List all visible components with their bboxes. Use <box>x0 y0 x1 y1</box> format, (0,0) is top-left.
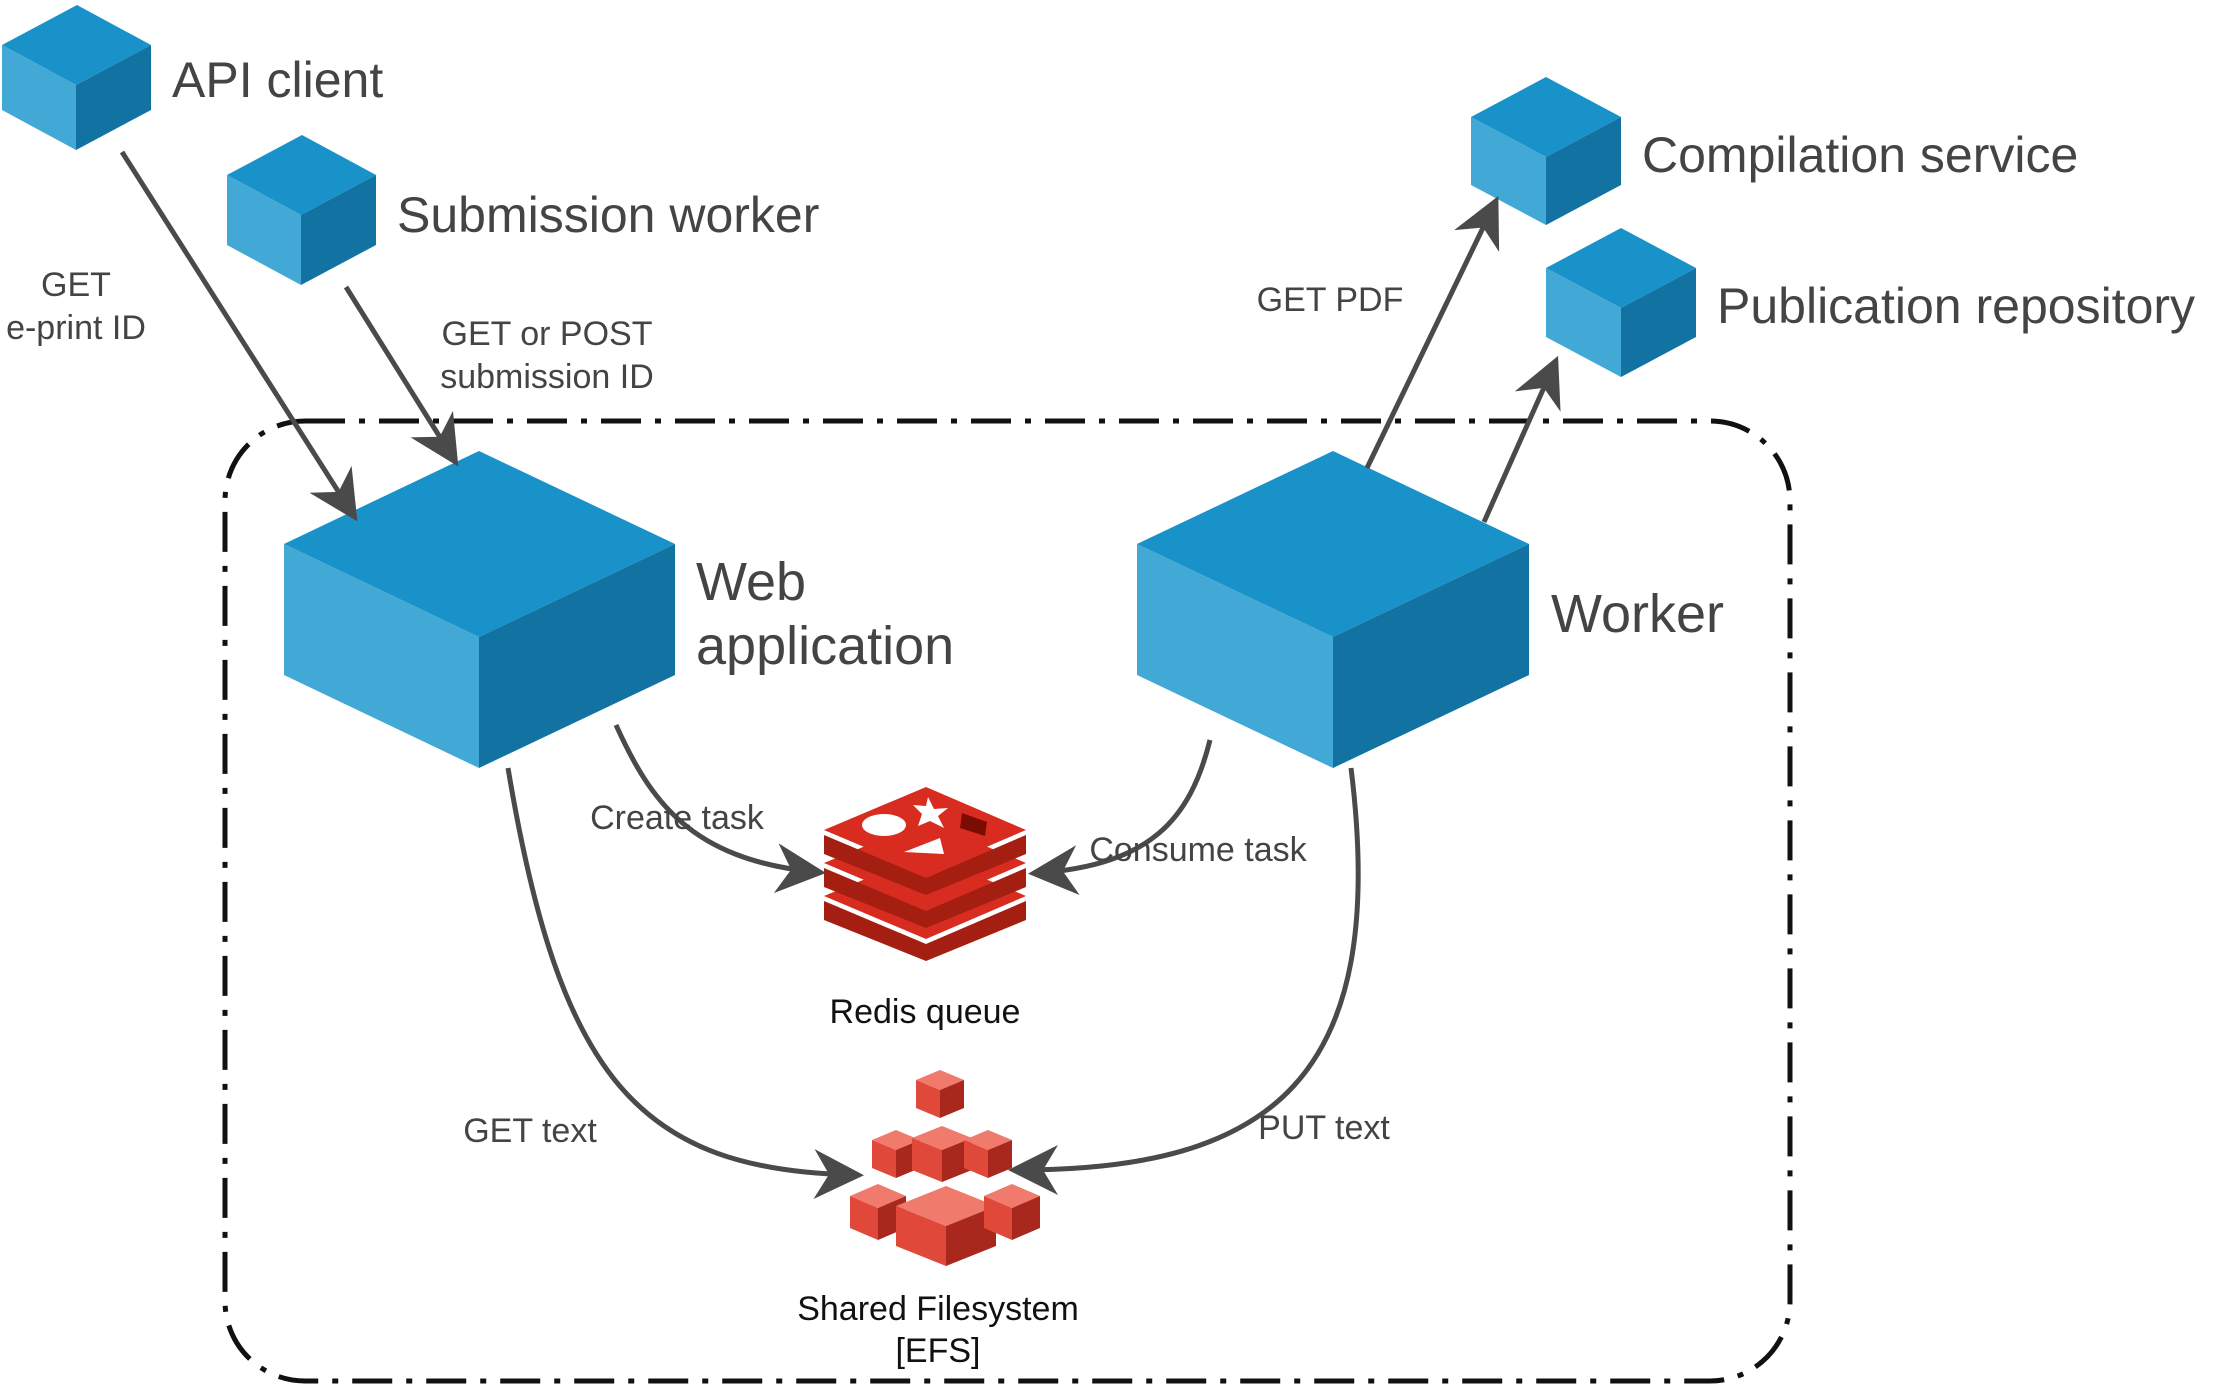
edge-worker-to-redis <box>1028 739 1213 896</box>
edge-label-get-text: GET text <box>463 1112 597 1150</box>
edge-label-get-pdf: GET PDF <box>1257 281 1404 319</box>
compilation-service-cube-icon <box>1471 77 1621 225</box>
edge-label-get-post-line1: GET or POST <box>442 315 653 353</box>
shared-filesystem-label-line2: [EFS] <box>895 1332 980 1370</box>
worker-label: Worker <box>1551 584 1724 644</box>
web-application-cube-icon <box>284 451 675 768</box>
submission-worker-cube-icon <box>227 135 376 285</box>
edge-web-to-redis <box>613 723 826 894</box>
shared-filesystem-label-line1: Shared Filesystem <box>797 1290 1079 1328</box>
edge-worker-to-efs <box>1008 767 1361 1195</box>
edge-worker-to-compilation <box>1364 195 1500 470</box>
worker-cube-icon <box>1137 451 1529 768</box>
publication-repository-label: Publication repository <box>1717 278 2195 334</box>
edge-label-get-eprint-line1: GET <box>41 266 111 304</box>
edge-api-to-web <box>119 150 358 522</box>
submission-worker-label: Submission worker <box>397 187 819 243</box>
efs-icon <box>850 1070 1040 1266</box>
service-boundary <box>222 418 1793 1384</box>
web-application-label-line2: application <box>696 616 954 676</box>
web-application-label-line1: Web <box>696 552 806 612</box>
edge-submission-to-web <box>343 285 459 467</box>
edge-label-get-eprint-line2: e-print ID <box>6 309 146 347</box>
api-client-label: API client <box>172 52 383 108</box>
edge-web-to-efs <box>505 767 864 1200</box>
api-client-cube-icon <box>2 5 151 150</box>
edge-label-create-task: Create task <box>590 799 765 837</box>
compilation-service-label: Compilation service <box>1642 127 2078 183</box>
publication-repository-cube-icon <box>1546 228 1696 377</box>
redis-logo-icon <box>824 787 1026 961</box>
edge-label-get-post-line2: submission ID <box>440 358 654 396</box>
redis-queue-label: Redis queue <box>830 993 1021 1031</box>
edge-worker-to-publication <box>1481 355 1561 524</box>
edge-label-consume-task: Consume task <box>1089 831 1307 869</box>
edge-label-put-text: PUT text <box>1258 1109 1390 1147</box>
